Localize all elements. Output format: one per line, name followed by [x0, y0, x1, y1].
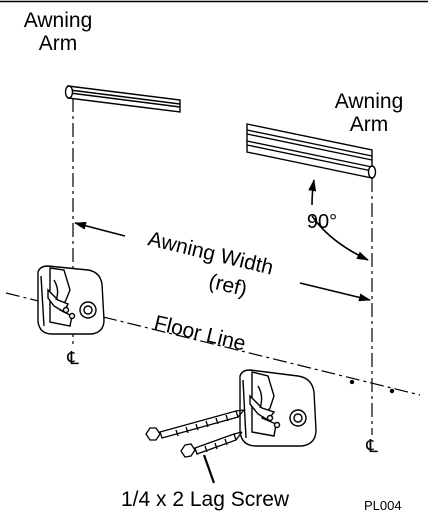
- screw-leader-line: [202, 454, 216, 484]
- lag-screw-upper: [145, 409, 245, 441]
- right-bracket: [239, 369, 317, 447]
- angle-label: 90°: [307, 211, 337, 233]
- lag-screw-lower: [180, 431, 243, 458]
- floor-line-label: Floor Line: [152, 311, 248, 355]
- floor-line-dot: [389, 388, 395, 394]
- width-arrow-right: [299, 282, 371, 302]
- right-arm-label-line1: Awning: [335, 90, 404, 113]
- centerline-symbol-right: ℄: [365, 436, 378, 456]
- left-arm-label-line1: Awning: [24, 9, 93, 32]
- floor-line-dot: [349, 379, 355, 385]
- screw-label: 1/4 x 2 Lag Screw: [121, 488, 290, 511]
- figure-code: PL004: [364, 498, 402, 513]
- left-awning-rail: [64, 85, 181, 113]
- centerline-symbol-left: ℄: [66, 348, 79, 368]
- floor-line: [5, 292, 421, 396]
- width-arrow-left: [74, 221, 126, 237]
- right-arm-label-line2: Arm: [350, 113, 389, 136]
- left-arm-label-line2: Arm: [39, 32, 78, 55]
- angle-arc-lower: [311, 215, 369, 261]
- width-label-line2: (ref): [206, 270, 249, 301]
- angle-arc-upper: [308, 179, 317, 206]
- left-bracket: [37, 265, 105, 335]
